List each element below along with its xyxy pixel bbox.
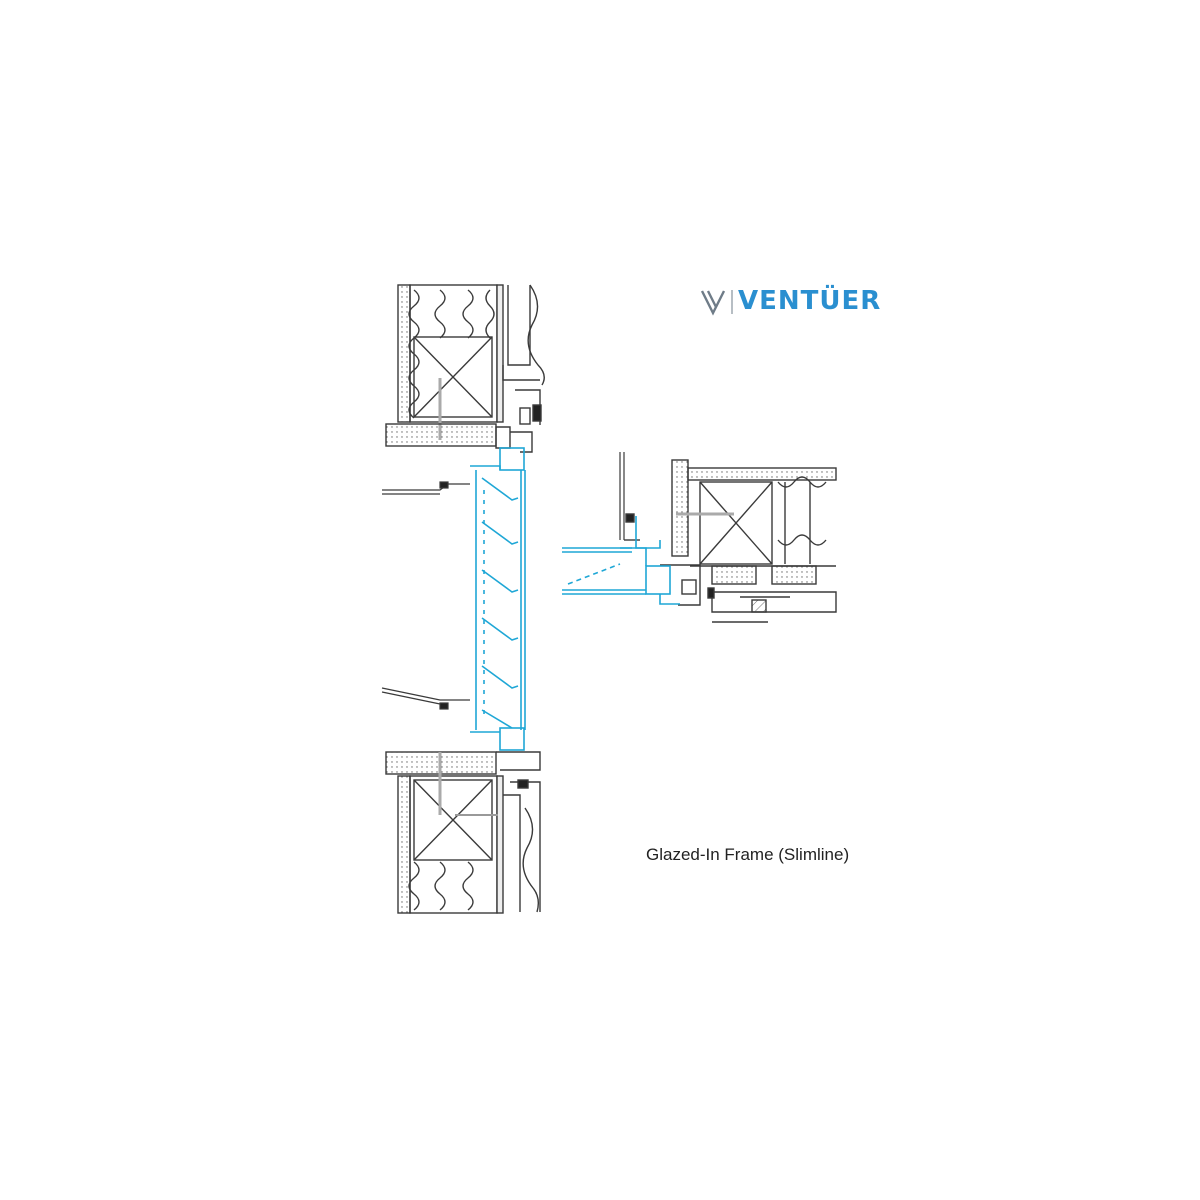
drawing-caption: Glazed-In Frame (Slimline) [646,845,850,864]
bottom-stud-cavity [409,775,498,914]
top-wall-section [385,284,545,453]
logo-mark-icon [700,290,733,316]
bottom-stud [413,779,493,861]
plan-frame [645,565,671,595]
top-stud [413,336,493,418]
exterior-cladding [381,481,470,710]
top-sheathing [397,284,411,423]
louvre-blade [481,477,519,501]
bottom-insulation [408,861,420,911]
brand-logo: VENTÜER [738,286,882,316]
top-stud-cavity [409,284,498,423]
plan-insulation [777,476,827,488]
plan-sheathing [687,467,837,481]
plan-stud [699,481,773,565]
plan-jamb [671,459,689,557]
plan-detail [619,452,837,623]
bottom-sheathing [397,775,411,914]
top-plate [385,423,497,447]
bottom-wall-section [385,751,541,914]
louvre-unit [470,447,526,751]
head-frame [499,447,525,471]
plan-louvre [562,516,680,605]
sill-frame [499,727,525,751]
